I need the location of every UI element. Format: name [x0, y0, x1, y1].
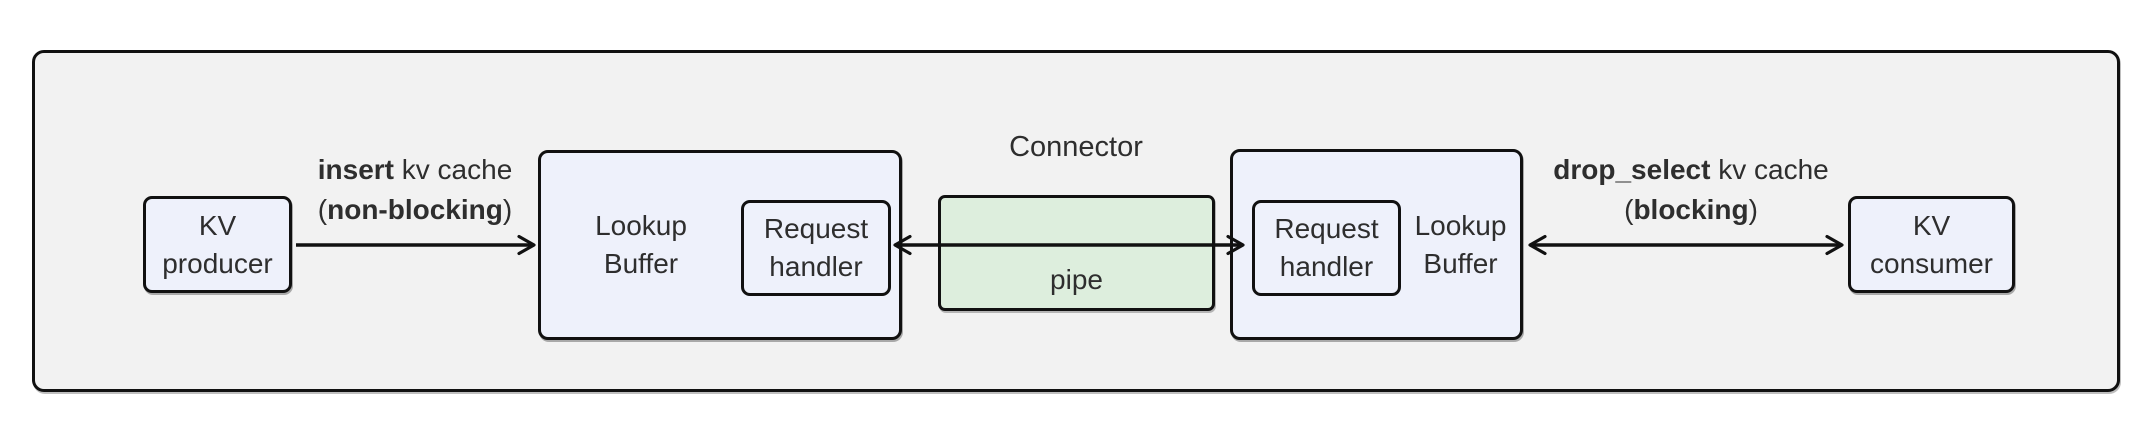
kv-producer-node: KV producer	[143, 196, 292, 293]
drop-select-edge-label-line1: drop_select kv cache	[1521, 150, 1861, 190]
drop-select-op-text: drop_select	[1553, 154, 1711, 185]
kv-consumer-label-line1: KV	[1912, 209, 1951, 241]
lookup-buffer-right-label: Lookup Buffer	[1401, 152, 1520, 337]
drop-select-paren-open: (	[1624, 194, 1634, 225]
insert-edge-label: insert kv cache (non-blocking)	[250, 150, 580, 230]
connector-title: Connector	[1009, 131, 1143, 163]
drop-select-rest-text: kv cache	[1710, 154, 1829, 185]
request-handler-left-node: Request handler	[741, 200, 891, 296]
pipe-node: pipe	[938, 195, 1215, 311]
insert-paren-close: )	[502, 194, 513, 225]
pipe-label: pipe	[1050, 264, 1103, 295]
request-handler-left-label-line2: handler	[769, 251, 863, 282]
lookup-buffer-right-label-line1: Lookup	[1414, 209, 1507, 241]
lookup-buffer-left-node: Lookup Buffer Request handler	[538, 150, 902, 340]
drop-select-edge-label: drop_select kv cache (blocking)	[1521, 150, 1861, 230]
request-handler-right-label-line1: Request	[1274, 213, 1379, 244]
request-handler-right-label-line2: handler	[1279, 251, 1374, 282]
insert-rest-text: kv cache	[393, 154, 513, 185]
drop-select-mode-text: blocking	[1633, 194, 1749, 225]
insert-op-text: insert	[317, 154, 394, 185]
lookup-buffer-right-node: Request handler Lookup Buffer	[1230, 149, 1523, 340]
request-handler-right-node: Request handler	[1252, 200, 1401, 296]
lookup-buffer-left-label: Lookup Buffer	[541, 153, 741, 337]
insert-mode-text: non-blocking	[327, 194, 503, 225]
lookup-buffer-right-label-line2: Buffer	[1423, 247, 1498, 279]
insert-edge-label-line1: insert kv cache	[250, 150, 580, 190]
insert-edge-label-line2: (non-blocking)	[250, 190, 580, 230]
kv-consumer-node: KV consumer	[1848, 196, 2015, 293]
drop-select-edge-label-line2: (blocking)	[1521, 190, 1861, 230]
kv-consumer-label-line2: consumer	[1870, 247, 1993, 279]
lookup-buffer-left-label-line1: Lookup	[595, 210, 687, 241]
request-handler-left-label-line1: Request	[763, 213, 869, 244]
insert-paren-open: (	[317, 194, 328, 225]
kv-producer-label-line2: producer	[162, 247, 273, 279]
drop-select-paren-close: )	[1748, 194, 1758, 225]
kv-producer-label-line1: KV	[198, 209, 237, 241]
lookup-buffer-left-label-line2: Buffer	[603, 248, 679, 279]
